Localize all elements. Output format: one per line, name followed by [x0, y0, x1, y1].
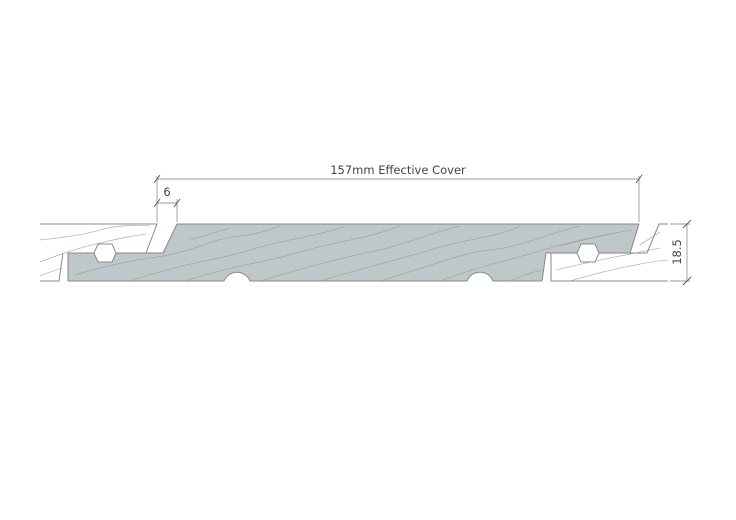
- main-board: [67, 223, 640, 282]
- lip-dimension: 6: [153, 185, 181, 222]
- thickness-dimension: 18.5: [670, 219, 692, 286]
- effective-cover-dimension: 157mm Effective Cover: [153, 163, 643, 222]
- effective-cover-label: 157mm Effective Cover: [330, 163, 466, 177]
- wood-grain: [74, 225, 633, 282]
- left-fixing-hexagon: [93, 243, 117, 263]
- right-fixing-hexagon: [576, 243, 600, 263]
- thickness-label: 18.5: [670, 239, 684, 265]
- lip-label: 6: [163, 185, 170, 199]
